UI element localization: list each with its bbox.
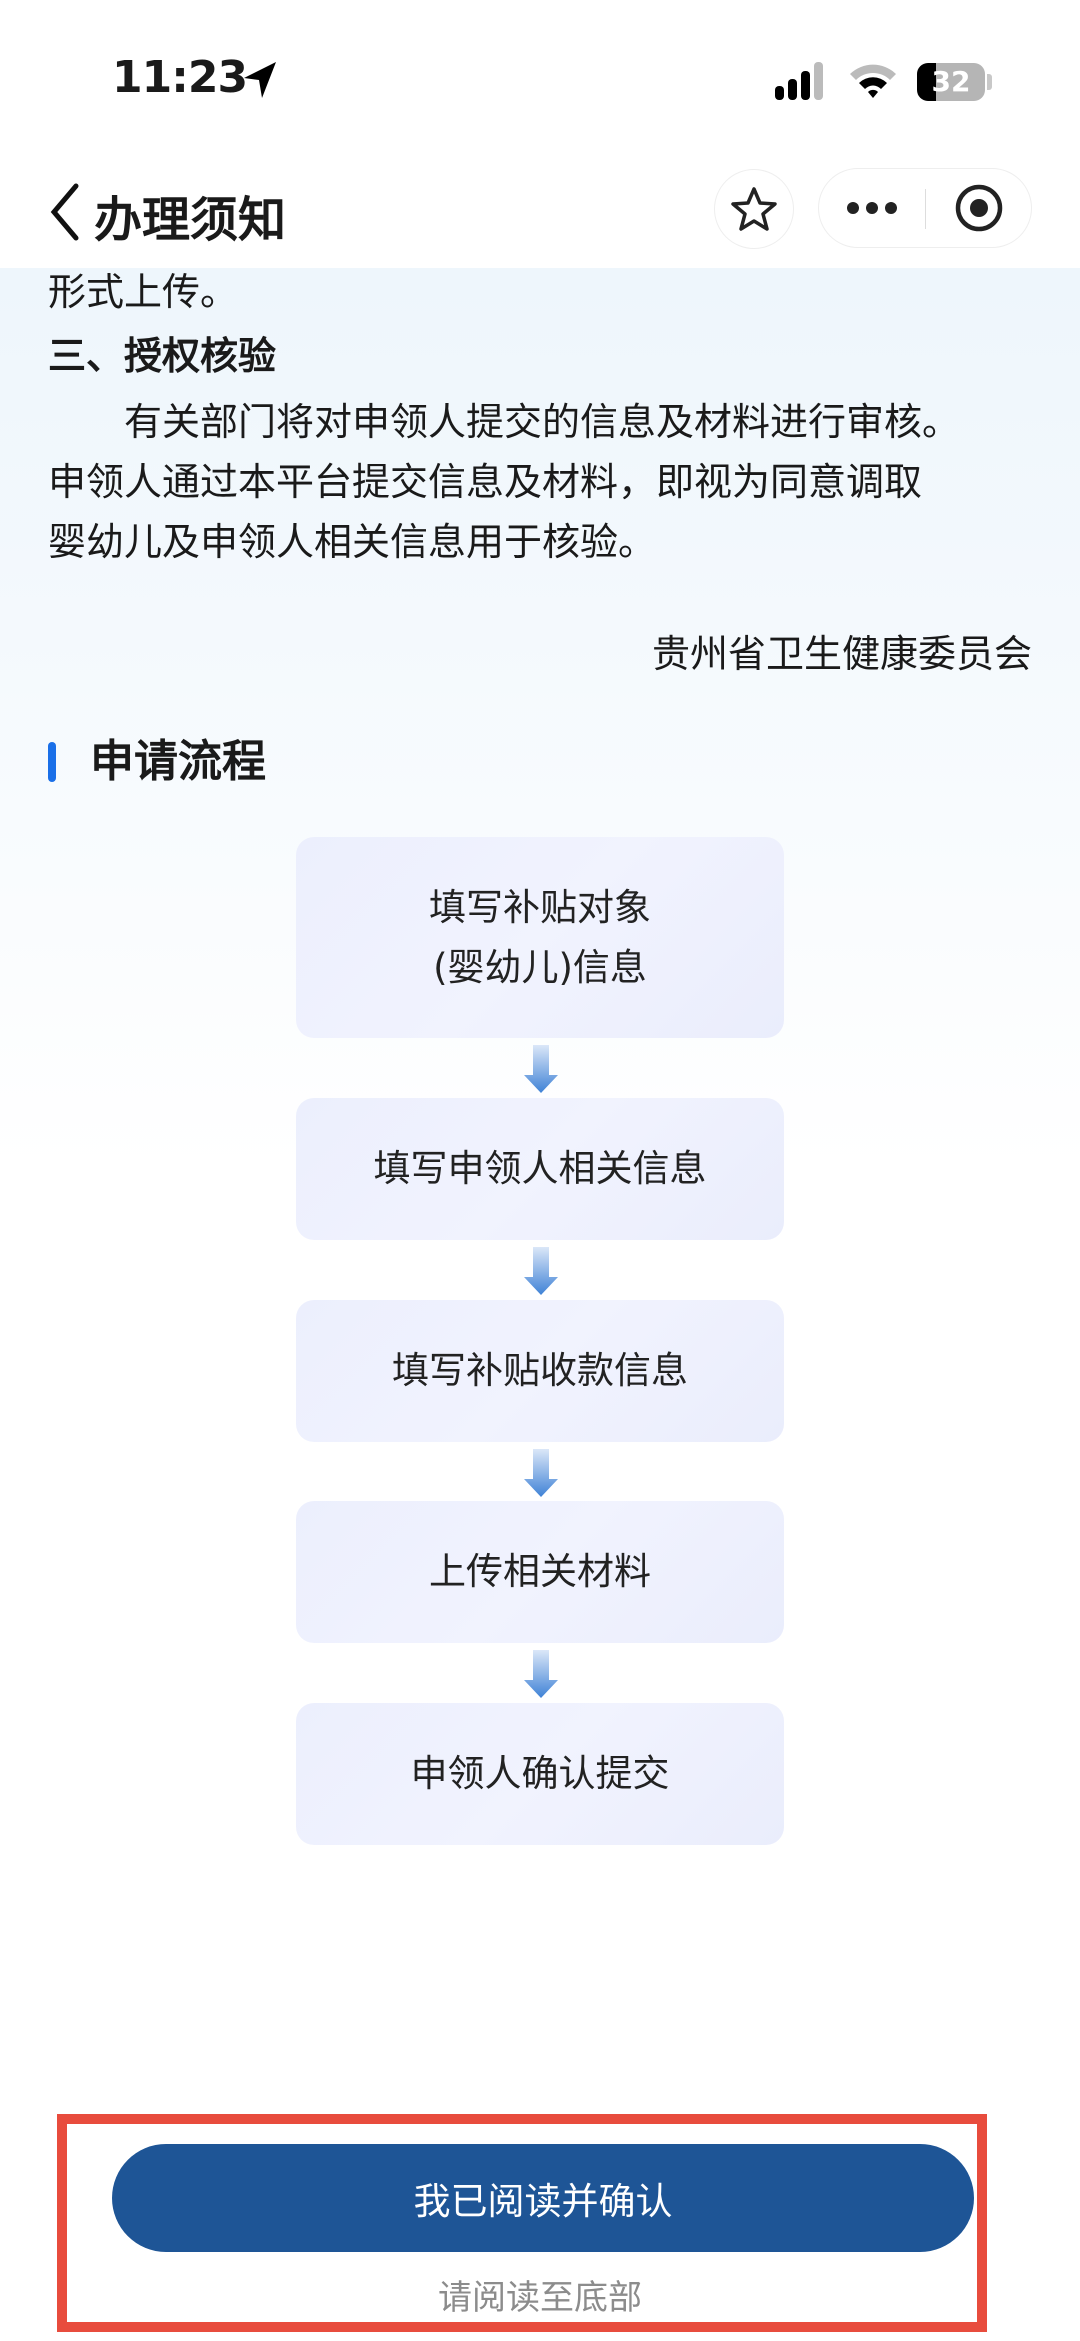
target-close-icon — [955, 184, 1003, 232]
location-arrow-icon — [244, 62, 276, 98]
issuer-signature: 贵州省卫生健康委员会 — [651, 632, 1032, 676]
highlight-annotation-box — [57, 2114, 987, 2332]
step-label: 申领人确认提交 — [410, 1752, 670, 1795]
favorite-button[interactable] — [714, 169, 794, 249]
scroll-to-bottom-hint: 请阅读至底部 — [438, 2278, 642, 2318]
step-label-line2: (婴幼儿)信息 — [433, 945, 647, 989]
read-and-confirm-button[interactable]: 我已阅读并确认 — [112, 2144, 974, 2252]
battery-level: 32 — [917, 63, 985, 101]
process-section-title: 申请流程 — [90, 736, 266, 787]
step-label: 填写申领人相关信息 — [373, 1147, 707, 1190]
process-step-2: 填写申领人相关信息 — [296, 1098, 784, 1240]
process-step-4: 上传相关材料 — [296, 1501, 784, 1643]
wifi-icon — [850, 64, 896, 98]
step-label: 填写补贴收款信息 — [392, 1349, 688, 1392]
step-label: 上传相关材料 — [429, 1550, 651, 1593]
cellular-signal-icon — [775, 62, 823, 100]
section-accent-bar — [48, 742, 56, 782]
capsule-divider — [925, 189, 926, 229]
paragraph-line: 有关部门将对申领人提交的信息及材料进行审核。 — [124, 400, 961, 444]
more-dots-icon — [847, 202, 897, 214]
process-step-5: 申领人确认提交 — [296, 1703, 784, 1845]
process-step-1: 填写补贴对象 (婴幼儿)信息 — [296, 837, 784, 1038]
close-miniprogram-button[interactable] — [926, 169, 1032, 247]
down-arrow-icon — [524, 1045, 558, 1093]
star-icon — [731, 187, 777, 231]
down-arrow-icon — [524, 1247, 558, 1295]
more-button[interactable] — [819, 169, 925, 247]
back-chevron-icon[interactable] — [44, 180, 84, 244]
notice-text-prev: 形式上传。 — [48, 270, 239, 314]
miniprogram-capsule — [818, 168, 1032, 248]
status-time: 11:23 — [112, 52, 248, 103]
process-step-3: 填写补贴收款信息 — [296, 1300, 784, 1442]
paragraph-line: 申领人通过本平台提交信息及材料，即视为同意调取 — [48, 460, 923, 504]
section-heading-authorization: 三、授权核验 — [48, 334, 277, 378]
authorization-paragraph: 有关部门将对申领人提交的信息及材料进行审核。 申领人通过本平台提交信息及材料，即… — [48, 392, 1038, 572]
down-arrow-icon — [524, 1650, 558, 1698]
down-arrow-icon — [524, 1449, 558, 1497]
battery-tip — [987, 74, 992, 90]
paragraph-line: 婴幼儿及申领人相关信息用于核验。 — [48, 520, 657, 564]
step-label: 填写补贴对象 — [429, 885, 651, 929]
page-title: 办理须知 — [94, 192, 287, 248]
